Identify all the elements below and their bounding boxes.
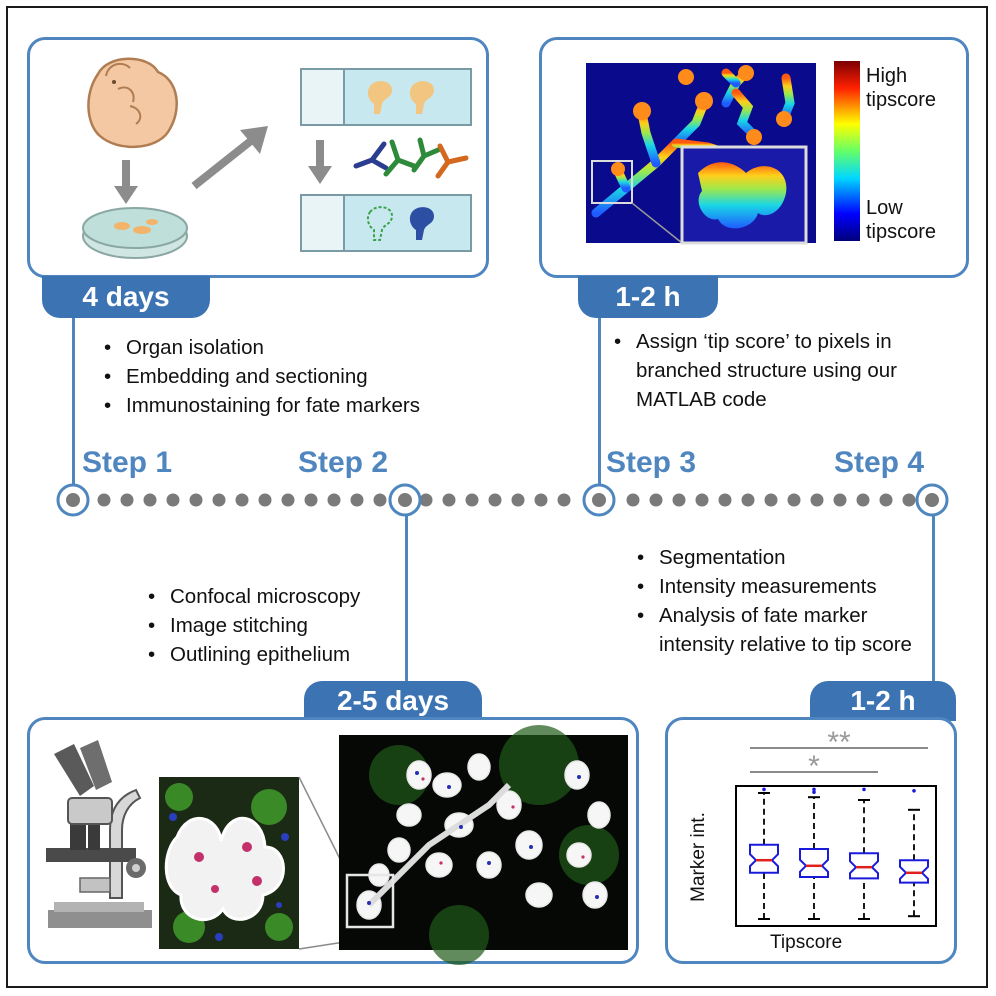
step2-duration-tab: 2-5 days: [304, 681, 482, 721]
timeline-dot: [534, 493, 548, 507]
timeline-dot: [810, 493, 824, 507]
timeline-dot: [465, 493, 479, 507]
connector-step1: [72, 318, 75, 486]
timeline-dot: [741, 493, 755, 507]
timeline-dot: [879, 493, 893, 507]
step2-label: Step 2: [298, 446, 389, 479]
list-item: Image stitching: [146, 611, 406, 640]
step2-bullets: Confocal microscopy Image stitching Outl…: [146, 582, 406, 669]
timeline-dot: [143, 493, 157, 507]
list-item: Organ isolation: [102, 333, 502, 362]
timeline-dot: [649, 493, 663, 507]
arrow-icon: [114, 160, 138, 204]
step1-node: [56, 483, 90, 517]
list-item: Assign ‘tip score’ to pixels in branched…: [612, 327, 957, 414]
list-item: Segmentation: [635, 543, 935, 572]
timeline-dot: [373, 493, 387, 507]
timeline-dot: [212, 493, 226, 507]
step1-duration-tab: 4 days: [42, 276, 210, 318]
micrograph-zoom-icon: [159, 777, 299, 949]
arrow-icon: [308, 140, 332, 184]
timeline: [56, 483, 949, 517]
timeline-dot: [511, 493, 525, 507]
list-item: Intensity measurements: [635, 572, 935, 601]
connector-step3: [598, 318, 601, 486]
timeline-dot: [833, 493, 847, 507]
step1-label: Step 1: [82, 446, 173, 479]
outlier-point: [812, 787, 816, 792]
step2-node: [388, 483, 422, 517]
step4-node: [915, 483, 949, 517]
timeline-dot: [902, 493, 916, 507]
micrograph-icon: [339, 725, 628, 965]
timeline-dot: [856, 493, 870, 507]
step4-panel: Marker int. Tipscore ***: [665, 717, 957, 964]
figure-frame: [6, 6, 988, 988]
list-item: Embedding and sectioning: [102, 362, 502, 391]
timeline-dot: [764, 493, 778, 507]
x-axis-label: Tipscore: [770, 932, 843, 953]
outlier-point: [862, 787, 866, 792]
microscope-icon: [46, 740, 152, 928]
timeline-dot: [419, 493, 433, 507]
step3-panel: High tipscore Low tipscore: [539, 37, 969, 278]
step2-panel: [27, 717, 639, 965]
step1-panel: [27, 37, 489, 278]
timeline-dot: [626, 493, 640, 507]
box-4: [899, 808, 929, 918]
step4-label: Step 4: [834, 446, 925, 479]
outlier-point: [762, 787, 766, 792]
arrow-icon: [191, 126, 268, 190]
timeline-dot: [672, 493, 686, 507]
step4-bullets: Segmentation Intensity measurements Anal…: [635, 543, 935, 659]
box-2: [799, 796, 829, 920]
timeline-dot: [97, 493, 111, 507]
timeline-dot: [718, 493, 732, 507]
step3-duration-tab: 1-2 h: [578, 276, 718, 318]
list-item: Immunostaining for fate markers: [102, 391, 502, 420]
outlier-point: [912, 789, 916, 793]
timeline-dot: [350, 493, 364, 507]
box-1: [749, 792, 779, 920]
petri-dish-icon: [82, 207, 188, 259]
timeline-dot: [442, 493, 456, 507]
significance-label: *: [808, 750, 820, 783]
slide-icon: [300, 68, 472, 126]
timeline-dot: [488, 493, 502, 507]
step4-duration-tab: 1-2 h: [810, 681, 956, 721]
list-item: Outlining epithelium: [146, 640, 406, 669]
list-item: Analysis of fate marker intensity relati…: [635, 601, 935, 659]
connector-step2: [405, 512, 408, 687]
timeline-dot: [281, 493, 295, 507]
outlier-point: [812, 790, 816, 794]
timeline-dot: [787, 493, 801, 507]
step3-bullets: Assign ‘tip score’ to pixels in branched…: [612, 327, 957, 414]
colorbar-low-label: Low tipscore: [866, 197, 937, 243]
step3-label: Step 3: [606, 446, 697, 479]
timeline-dot: [304, 493, 318, 507]
timeline-dot: [258, 493, 272, 507]
boxplot-chart: ***: [735, 726, 937, 927]
timeline-dot: [557, 493, 571, 507]
timeline-dot: [695, 493, 709, 507]
colorbar-icon: [834, 61, 860, 241]
slide-icon: [300, 194, 472, 252]
significance-label: **: [827, 726, 851, 759]
embryo-icon: [87, 57, 178, 148]
antibody-icon: [353, 137, 469, 179]
list-item: Confocal microscopy: [146, 582, 406, 611]
timeline-dot: [189, 493, 203, 507]
timeline-dot: [166, 493, 180, 507]
step3-node: [582, 483, 616, 517]
timeline-dot: [327, 493, 341, 507]
colorbar-high-label: High tipscore: [866, 65, 937, 111]
heatmap-icon: [586, 63, 816, 245]
box-3: [849, 799, 879, 920]
step1-bullets: Organ isolation Embedding and sectioning…: [102, 333, 502, 420]
timeline-dot: [120, 493, 134, 507]
timeline-dot: [235, 493, 249, 507]
